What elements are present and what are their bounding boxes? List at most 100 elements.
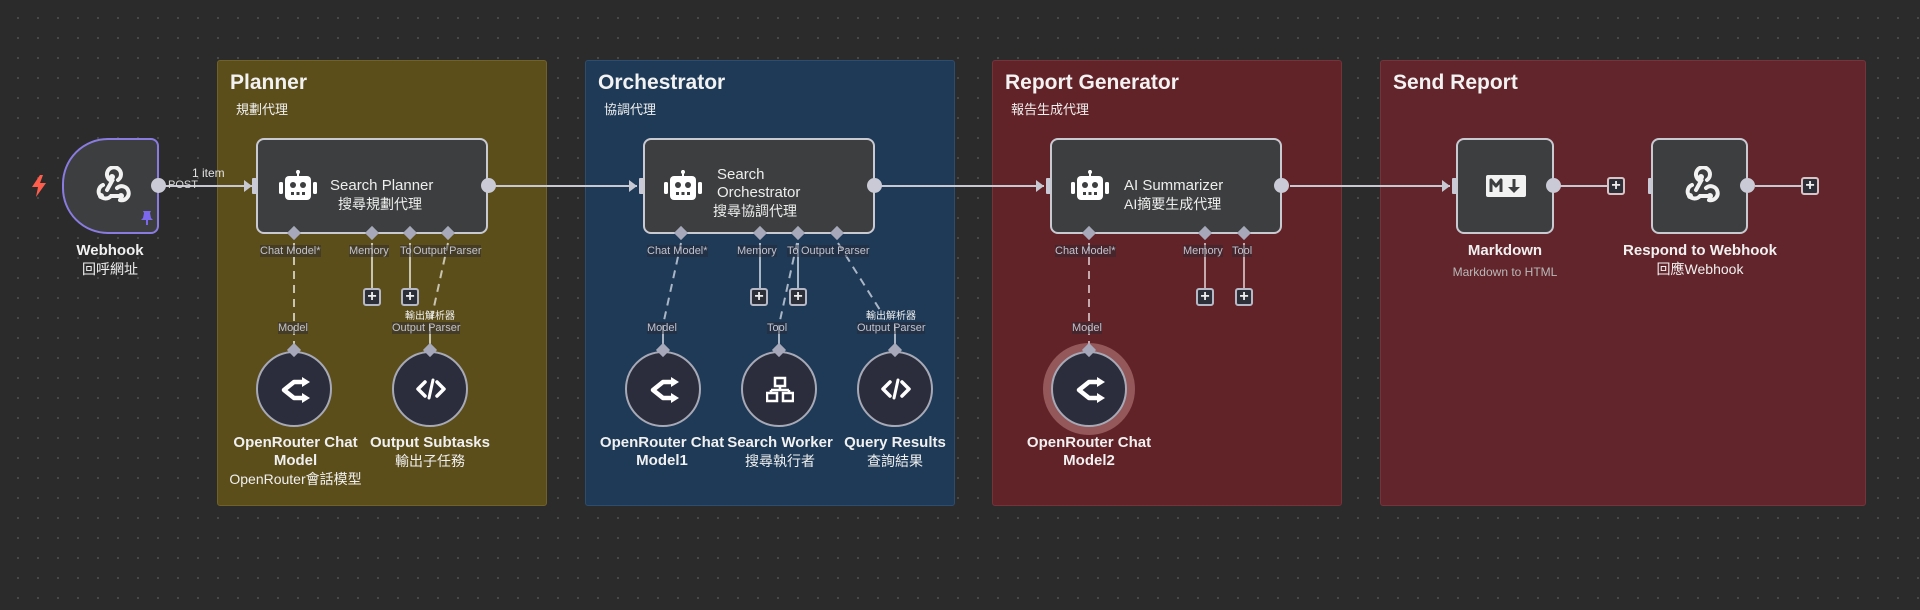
node-title: Markdown: [1467, 242, 1543, 259]
node-subtitle: 查詢結果: [867, 453, 923, 469]
node-title: Webhook: [76, 242, 144, 259]
markdown-output-handle[interactable]: [1546, 178, 1561, 193]
search-worker-label: Search Worker 搜尋執行者: [724, 434, 836, 470]
openrouter-chat-model2-node[interactable]: [1051, 351, 1127, 427]
add-memory-button[interactable]: +: [750, 288, 768, 306]
node-title: Query Results: [844, 434, 946, 451]
node-title: Search Worker: [727, 434, 833, 451]
node-subtitle: AI摘要生成代理: [1124, 196, 1222, 212]
port-label-memory: Memory: [737, 245, 777, 257]
ai-summarizer-node[interactable]: AI Summarizer AI摘要生成代理: [1050, 138, 1282, 234]
node-title: AI Summarizer: [1124, 177, 1224, 194]
robot-icon: [664, 170, 702, 200]
items-count-label: 1 item: [192, 166, 225, 180]
pin-icon: [141, 211, 153, 225]
group-title: Planner: [230, 71, 308, 94]
port-label-memory: Memory: [349, 245, 389, 257]
node-title: Output Subtasks: [369, 434, 490, 451]
sitemap-icon: [766, 376, 794, 403]
openrouter-icon: [1076, 377, 1105, 403]
node-subtitle: 回呼網址: [82, 261, 138, 277]
port-label-tool: To: [400, 245, 412, 257]
add-memory-button[interactable]: +: [363, 288, 381, 306]
openrouter-chat-model-label: OpenRouter Chat Model OpenRouter會話模型: [218, 434, 373, 488]
markdown-label: Markdown Markdown to HTML: [1435, 242, 1575, 281]
group-planner[interactable]: Planner 規劃代理: [217, 60, 547, 506]
code-icon: [416, 378, 446, 400]
parser-hint-cn: 輸出解析器: [405, 311, 455, 322]
post-label: POST: [168, 179, 198, 191]
node-title: OpenRouter Chat Model: [233, 434, 358, 469]
add-tool-button[interactable]: +: [789, 288, 807, 306]
node-subtitle: OpenRouter會話模型: [229, 471, 362, 487]
search-orchestrator-output-handle[interactable]: [867, 178, 882, 193]
group-subtitle: 規劃代理: [236, 102, 289, 117]
webhook-icon: [96, 166, 131, 203]
openrouter-chat-model1-node[interactable]: [625, 351, 701, 427]
group-report-generator[interactable]: Report Generator 報告生成代理: [992, 60, 1342, 506]
robot-icon: [279, 170, 317, 200]
port-label-chat-model: Chat Model*: [1055, 245, 1116, 257]
group-subtitle: 報告生成代理: [1011, 102, 1090, 117]
group-title: Report Generator: [1005, 71, 1179, 94]
markdown-node[interactable]: [1456, 138, 1554, 234]
respond-to-webhook-node[interactable]: [1651, 138, 1748, 234]
port-label-tool: To: [787, 245, 799, 257]
node-subtitle: 回應Webhook: [1656, 261, 1744, 277]
node-subtitle: 搜尋協調代理: [713, 203, 797, 219]
port-label-chat-model: Chat Model*: [647, 245, 708, 257]
model-port-label: Model: [1072, 322, 1102, 334]
group-send-report[interactable]: Send Report: [1380, 60, 1866, 506]
respond-to-webhook-label: Respond to Webhook 回應Webhook: [1620, 242, 1780, 278]
model-port-label: Model: [278, 322, 308, 334]
webhook-icon: [1685, 166, 1720, 203]
openrouter-chat-model1-label: OpenRouter Chat Model1: [596, 434, 728, 470]
group-title: Send Report: [1393, 71, 1518, 94]
parser-hint-en: Output Parser: [857, 322, 926, 334]
port-label-memory: Memory: [1183, 245, 1223, 257]
search-planner-node[interactable]: Search Planner 搜尋規劃代理: [256, 138, 488, 234]
port-label-chat-model: Chat Model*: [260, 245, 321, 257]
node-title: Search Orchestrator: [717, 166, 801, 201]
node-subtitle: Markdown to HTML: [1452, 265, 1558, 279]
search-orchestrator-node[interactable]: Search Orchestrator 搜尋協調代理: [643, 138, 875, 234]
port-label-tool: Tool: [1232, 245, 1253, 257]
parser-hint-en: Output Parser: [392, 322, 461, 334]
query-results-node[interactable]: [857, 351, 933, 427]
model-port-label: Model: [647, 322, 677, 334]
group-subtitle: 協調代理: [604, 102, 657, 117]
node-title: OpenRouter Chat Model1: [599, 434, 725, 469]
node-title: OpenRouter Chat Model2: [1026, 434, 1152, 469]
port-label-output-parser: Output Parser: [413, 245, 482, 257]
group-orchestrator[interactable]: Orchestrator 協調代理: [585, 60, 955, 506]
lightning-bolt-icon: [32, 175, 46, 197]
port-label-output-parser: Output Parser: [801, 245, 870, 257]
group-title: Orchestrator: [598, 71, 726, 94]
add-memory-button[interactable]: +: [1196, 288, 1214, 306]
webhook-output-handle[interactable]: [151, 178, 166, 193]
output-subtasks-label: Output Subtasks 輸出子任務: [368, 434, 492, 470]
ai-summarizer-output-handle[interactable]: [1274, 178, 1289, 193]
node-subtitle: 輸出子任務: [395, 453, 465, 469]
openrouter-chat-model-node[interactable]: [256, 351, 332, 427]
add-node-button[interactable]: +: [1607, 177, 1625, 195]
node-title: Respond to Webhook: [1623, 242, 1777, 259]
openrouter-icon: [281, 377, 310, 403]
node-title: Search Planner: [330, 177, 434, 194]
webhook-node[interactable]: [62, 138, 159, 234]
respond-output-handle[interactable]: [1740, 178, 1755, 193]
markdown-icon: [1486, 175, 1526, 197]
search-planner-output-handle[interactable]: [481, 178, 496, 193]
parser-hint-cn: 輸出解析器: [866, 311, 916, 322]
search-worker-node[interactable]: [741, 351, 817, 427]
node-subtitle: 搜尋規劃代理: [338, 196, 422, 212]
output-subtasks-node[interactable]: [392, 351, 468, 427]
tool-port-label: Tool: [767, 322, 788, 334]
webhook-label: Webhook 回呼網址: [60, 242, 160, 278]
add-tool-button[interactable]: +: [1235, 288, 1253, 306]
add-tool-button[interactable]: +: [401, 288, 419, 306]
add-node-button[interactable]: +: [1801, 177, 1819, 195]
node-subtitle: 搜尋執行者: [745, 453, 815, 469]
openrouter-icon: [650, 377, 679, 403]
query-results-label: Query Results 查詢結果: [840, 434, 950, 470]
